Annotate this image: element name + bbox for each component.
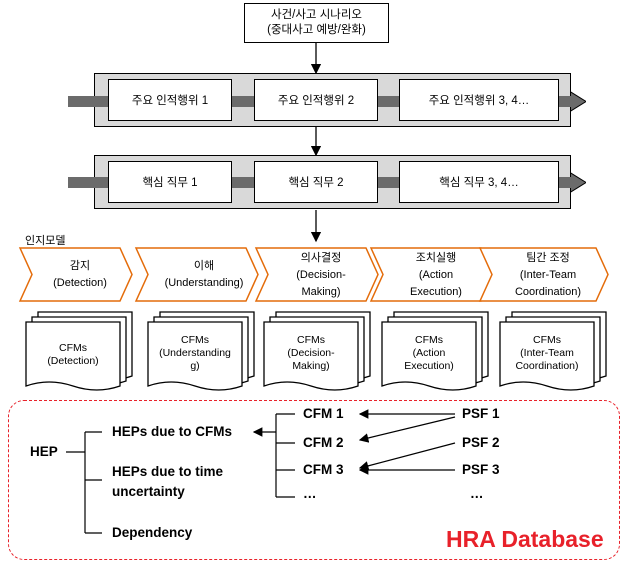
cognitive-model-label: 인지모델 [25, 235, 66, 247]
tasks-pipe-arrowhead [566, 170, 586, 195]
step-inter-team: 팀간 조정 (Inter-Team Coordination) [490, 248, 606, 302]
cfm-doc-decision-l2: (Decision- [287, 346, 335, 359]
cfm-doc-action-execution: CFMs (Action Execution) [382, 326, 476, 380]
arrow-psf1-cfm2 [358, 416, 456, 443]
branch-heps-time-2: uncertainty [112, 484, 185, 499]
psf-more: … [470, 486, 484, 501]
psf-1: PSF 1 [462, 406, 500, 421]
cfm-doc-action-l1: CFMs [415, 333, 443, 346]
human-action-1: 주요 인적행위 1 [108, 79, 232, 121]
branch-heps-cfms: HEPs due to CFMs [112, 424, 233, 439]
cfm-doc-inter-team-l1: CFMs [533, 333, 561, 346]
chevron-detection [18, 247, 133, 302]
scenario-line2: (중대사고 예방/완화) [267, 24, 366, 36]
step-understanding-ko: 이해 [193, 260, 215, 272]
step-detection-ko: 감지 [69, 260, 91, 272]
cfm-doc-decision-making: CFMs (Decision- Making) [264, 326, 358, 380]
cfm-doc-understanding-l3: g) [190, 359, 200, 372]
human-action-3: 주요 인적행위 3, 4… [399, 79, 559, 121]
cfm-doc-understanding-l2: (Understanding [159, 346, 231, 359]
cfm-doc-decision-l3: Making) [292, 359, 330, 372]
scenario-box: 사건/사고 시나리오 (중대사고 예방/완화) [244, 3, 389, 43]
actions-pipe-arrowhead [566, 89, 586, 114]
cfm-document-stacks [25, 311, 607, 391]
step-decision-ko: 의사결정 [300, 251, 342, 264]
doc-stack-detection [25, 311, 133, 391]
step-detection-en: (Detection) [53, 277, 107, 289]
cfm-doc-action-l2: (Action [412, 346, 446, 359]
key-task-2: 핵심 직무 2 [254, 161, 378, 203]
step-decision-en-1: (Decision- [296, 268, 346, 281]
branch-dependency: Dependency [112, 525, 193, 540]
cfm-more: … [303, 486, 317, 501]
cfm-doc-inter-team-l2: (Inter-Team [520, 346, 574, 359]
doc-stack-understanding [147, 311, 255, 391]
step-inter-team-en-1: (Inter-Team [519, 268, 577, 281]
cfm-doc-decision-l1: CFMs [297, 333, 325, 346]
cfm-3: CFM 3 [303, 462, 344, 477]
cfm-doc-understanding-l1: CFMs [181, 333, 209, 346]
scenario-line1: 사건/사고 시나리오 [270, 9, 363, 21]
step-decision-making: 의사결정 (Decision- Making) [266, 248, 376, 302]
chevron-inter-team [478, 247, 609, 302]
hra-database-border [8, 400, 620, 560]
step-understanding: 이해 (Understanding) [146, 248, 262, 302]
psf-3: PSF 3 [462, 462, 500, 477]
step-action-en-1: (Action [418, 268, 454, 281]
cfm-doc-understanding: CFMs (Understanding g) [148, 326, 242, 380]
cfm-doc-inter-team: CFMs (Inter-Team Coordination) [500, 326, 594, 380]
cfm-doc-inter-team-l3: Coordination) [515, 359, 579, 372]
step-inter-team-en-2: Coordination) [514, 285, 582, 298]
doc-stack-action-execution [381, 311, 489, 391]
cognitive-chevrons [18, 247, 609, 302]
cfm-doc-detection: CFMs (Detection) [26, 330, 120, 380]
doc-stack-inter-team [499, 311, 607, 391]
cfm-1: CFM 1 [303, 406, 344, 421]
step-detection: 감지 (Detection) [32, 248, 128, 302]
chevron-decision-making [254, 247, 379, 302]
step-decision-en-2: Making) [301, 285, 341, 298]
key-task-3: 핵심 직무 3, 4… [399, 161, 559, 203]
human-action-2: 주요 인적행위 2 [254, 79, 378, 121]
psf-2: PSF 2 [462, 435, 500, 450]
doc-stack-decision-making [263, 311, 371, 391]
chevron-understanding [134, 247, 259, 302]
step-inter-team-ko: 팀간 조정 [526, 251, 570, 264]
hra-database-title: HRA Database [446, 526, 604, 552]
arrow-psf2-cfm3 [358, 442, 456, 471]
hep-label: HEP [30, 444, 58, 459]
step-understanding-en: (Understanding) [164, 277, 244, 289]
cfm-doc-detection-l1: CFMs [59, 342, 87, 354]
branch-heps-time-1: HEPs due to time [112, 464, 224, 479]
cfm-2: CFM 2 [303, 435, 344, 450]
step-action-ko: 조치실행 [415, 251, 457, 264]
cfm-doc-action-l3: Execution) [404, 359, 454, 372]
cfm-doc-detection-l2: (Detection) [47, 355, 99, 367]
key-task-1: 핵심 직무 1 [108, 161, 232, 203]
step-action-en-2: Execution) [410, 285, 462, 298]
step-action-execution: 조치실행 (Action Execution) [381, 248, 491, 302]
